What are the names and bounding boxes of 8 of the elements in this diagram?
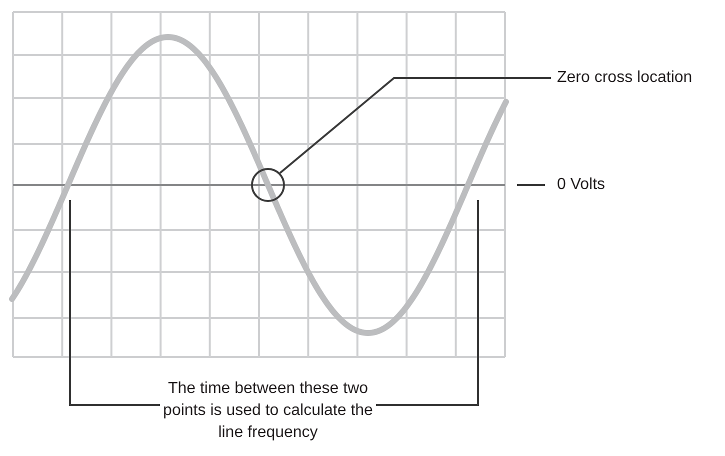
leader-line: [69, 200, 160, 406]
leader-line: [376, 200, 479, 406]
annotation-text: The time between these two points is used to calculate the line frequency: [150, 378, 386, 444]
highlight-circle: [251, 168, 285, 202]
leader-line: [517, 184, 545, 186]
leader-line: [279, 77, 551, 174]
callout-text: 0 Volts: [557, 174, 617, 196]
callout-text: Zero cross location: [557, 67, 707, 89]
